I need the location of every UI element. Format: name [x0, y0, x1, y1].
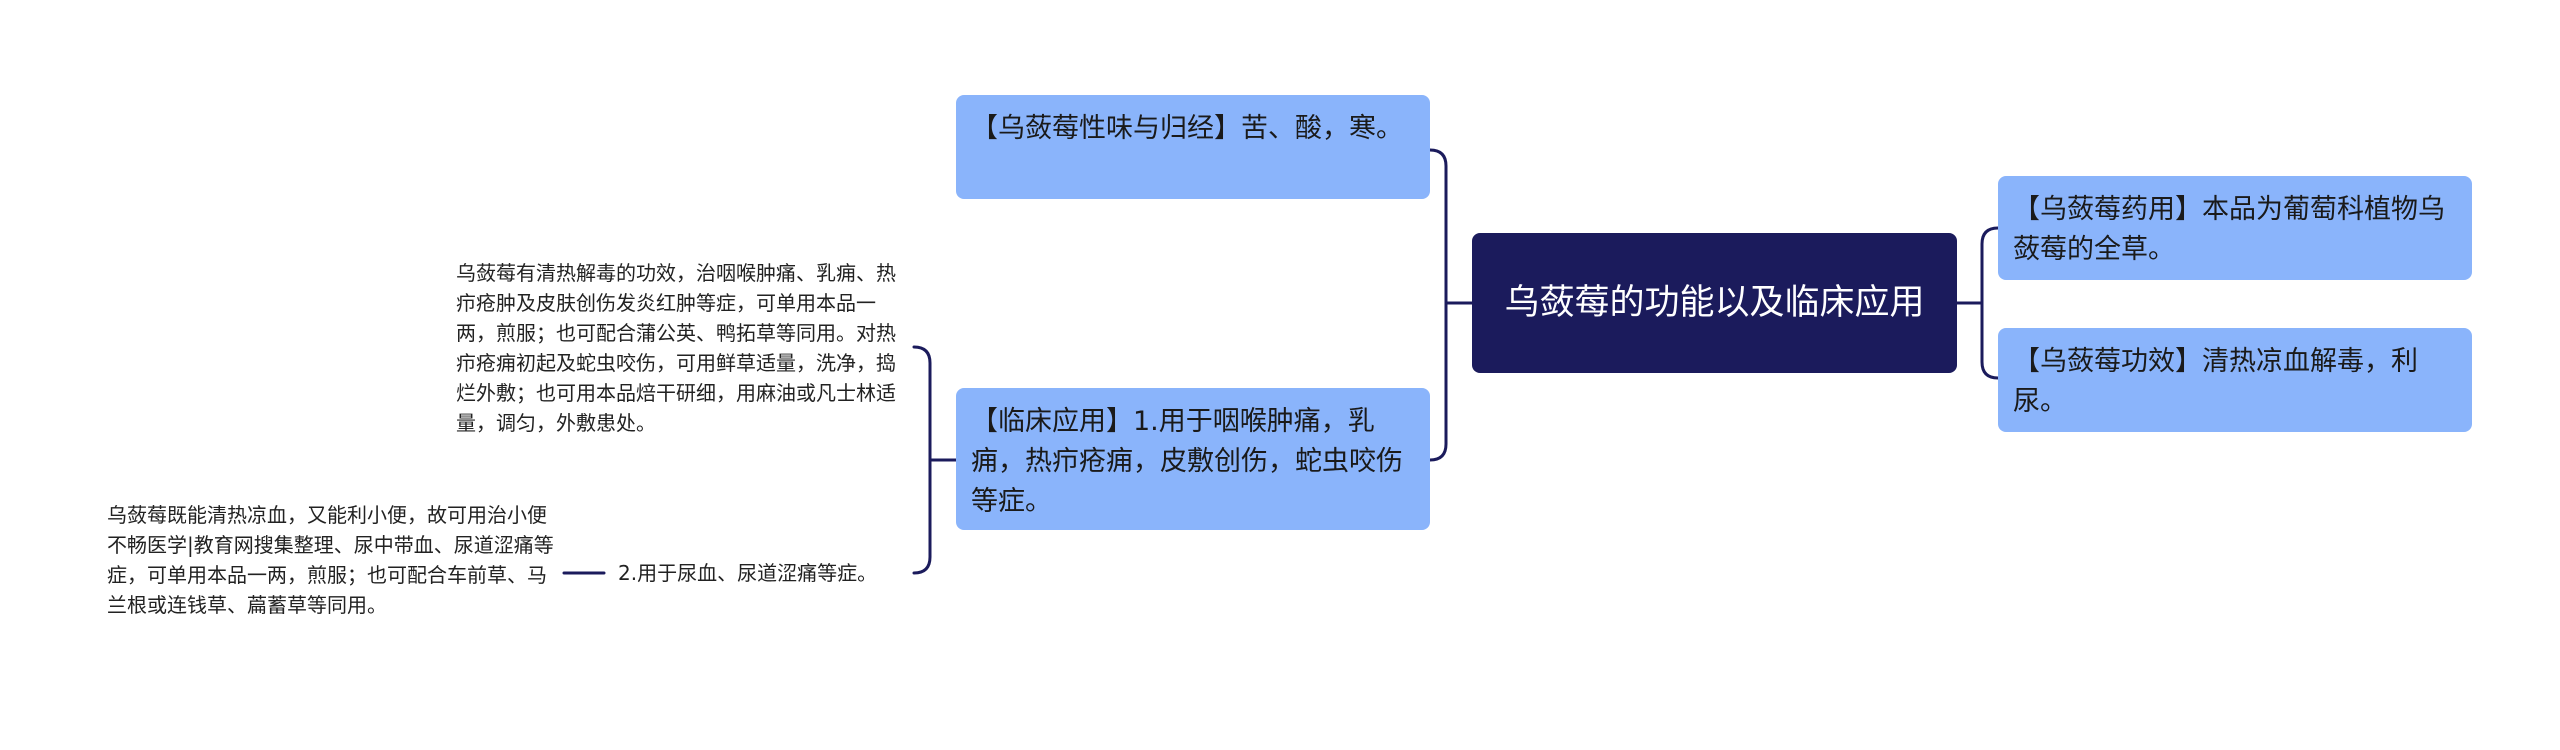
connector-right-bracket — [1980, 226, 2000, 380]
topic-efficacy-text: 【乌蔹莓功效】清热凉血解毒，利尿。 — [2013, 346, 2418, 417]
topic-medicinal-use[interactable]: 【乌蔹莓药用】本品为葡萄科植物乌蔹莓的全草。 — [1998, 176, 2472, 280]
topic-medicinal-use-text: 【乌蔹莓药用】本品为葡萄科植物乌蔹莓的全草。 — [2013, 194, 2445, 265]
topic-clinical-application-text: 【临床应用】1.用于咽喉肿痛，乳痈，热疖疮痈，皮敷创伤，蛇虫咬伤等症。 — [971, 406, 1403, 517]
topic-taste-meridian[interactable]: 【乌蔹莓性味与归经】苦、酸，寒。 — [956, 95, 1430, 199]
subtopic-heat-detox-text: 乌蔹莓有清热解毒的功效，治咽喉肿痛、乳痈、热疖疮肿及皮肤创伤发炎红肿等症，可单用… — [456, 261, 896, 435]
connector-clinical-bracket — [912, 345, 932, 575]
subtopic-cool-blood-diuretic[interactable]: 乌蔹莓既能清热凉血，又能利小便，故可用治小便不畅医学|教育网搜集整理、尿中带血、… — [107, 500, 557, 620]
root-title: 乌蔹莓的功能以及临床应用 — [1504, 283, 1925, 323]
topic-taste-meridian-text: 【乌蔹莓性味与归经】苦、酸，寒。 — [971, 113, 1403, 144]
root-topic[interactable]: 乌蔹莓的功能以及临床应用 — [1472, 233, 1957, 373]
subtopic-urine-blood[interactable]: 2.用于尿血、尿道涩痛等症。 — [618, 558, 914, 588]
connector-left-bracket — [1428, 148, 1448, 462]
subtopic-heat-detox[interactable]: 乌蔹莓有清热解毒的功效，治咽喉肿痛、乳痈、热疖疮肿及皮肤创伤发炎红肿等症，可单用… — [456, 258, 906, 438]
topic-clinical-application[interactable]: 【临床应用】1.用于咽喉肿痛，乳痈，热疖疮痈，皮敷创伤，蛇虫咬伤等症。 — [956, 388, 1430, 530]
subtopic-urine-blood-text: 2.用于尿血、尿道涩痛等症。 — [618, 561, 878, 585]
topic-efficacy[interactable]: 【乌蔹莓功效】清热凉血解毒，利尿。 — [1998, 328, 2472, 432]
subtopic-cool-blood-diuretic-text: 乌蔹莓既能清热凉血，又能利小便，故可用治小便不畅医学|教育网搜集整理、尿中带血、… — [107, 503, 554, 617]
